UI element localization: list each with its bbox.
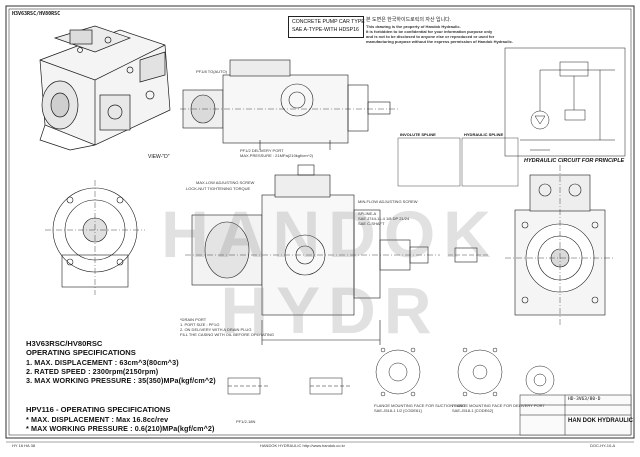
title-box: CONCRETE PUMP CAR TYPE SAE A-TYPE-WITH H… xyxy=(288,16,365,38)
annotation: FLANGE MOUNTING FACE FOR SUCTION PORT xyxy=(374,403,466,408)
notice-line: 본 도면은 한국하이드로릭의 자산 입니다. xyxy=(366,17,452,23)
annotation: 2. ON DELIVERY WITH A DRAIN PLUG xyxy=(180,327,252,332)
shaft-detail xyxy=(448,247,490,263)
iso-view-pump xyxy=(39,25,171,151)
spline-tables xyxy=(397,137,519,187)
doc-number: H3V63RSC/HV80RSC xyxy=(12,11,61,17)
annotation: PF1/8 TO(AUTO) xyxy=(196,69,227,74)
side-view-top xyxy=(180,59,400,150)
title-block xyxy=(519,394,632,436)
end-view-right xyxy=(505,165,615,325)
annotation: MAX.LOW ADJUSTING SCREW xyxy=(196,180,255,185)
spec-heading: OPERATING SPECIFICATIONS xyxy=(26,348,136,357)
annotation: *DRAIN PORT xyxy=(180,317,207,322)
notice-line: and is not to be disclosed to anyone els… xyxy=(366,34,495,39)
view-d xyxy=(45,180,145,295)
footer-left: HY 16 HA 38 xyxy=(12,443,36,448)
port-details xyxy=(227,347,555,397)
spec-sub-heading: HPV116 - OPERATING SPECIFICATIONS xyxy=(26,405,171,414)
title-block-code: HD-3V63/80-D xyxy=(568,397,601,402)
notice-line: manufacturing purpose without the expres… xyxy=(366,39,513,44)
annotation: SAE J744-11-4 1/8 DP 21/24 xyxy=(358,216,410,221)
spec-item: 1. MAX. DISPLACEMENT : 63cm^3(80cm^3) xyxy=(26,358,179,367)
spec-item: 3. MAX WORKING PRESSURE : 35(350)MPa(kgf… xyxy=(26,376,216,385)
footer-center: HANDOK HYDRAULIC http://www.handok.co.kr xyxy=(260,443,345,448)
annotation: SAE-J518-1 1/2 [CODE61] xyxy=(374,408,422,413)
hydraulic-circuit xyxy=(504,47,626,157)
spec-sub-item: * MAX. DISPLACEMENT : Max 16.8cc/rev xyxy=(26,415,169,424)
spec-sub-item: * MAX WORKING PRESSURE : 0.6(210)MPa(kgf… xyxy=(26,424,215,433)
view-label: VIEW-"D" xyxy=(148,154,170,160)
annotation: FLANGE MOUNTING FACE FOR DELIVERY PORT xyxy=(452,403,545,408)
annotation: SAE C-SHAFT xyxy=(358,221,385,226)
involute-spline-label: INVOLUTE SPLINE xyxy=(400,132,436,137)
annotation: PF1/2 DELIVERY PORT xyxy=(240,148,284,153)
annotation: SAE-J518-1 [CODE62] xyxy=(452,408,493,413)
title-line-2: SAE A-TYPE-WITH HDSP16 xyxy=(292,27,359,33)
hydraulic-spline-label: HYDRAULIC SPLINE xyxy=(464,132,504,137)
annotation: MIN.FLOW ADJUSTING SCREW xyxy=(358,199,418,204)
notice-line: This drawing is the property of Handok H… xyxy=(366,24,461,29)
spec-item: 2. RATED SPEED : 2300rpm(2150rpm) xyxy=(26,367,159,376)
annotation: PF1/2-18N xyxy=(236,419,256,424)
main-side-view xyxy=(185,164,440,345)
annotation: MAX.PRESSURE : 21MPa(210kgf/cm^2) xyxy=(240,153,314,158)
annotation: SPLINE-A xyxy=(358,211,377,216)
company-name: HAN DOK HYDRAULIC xyxy=(568,418,633,424)
hydraulic-circuit-label: HYDRAULIC CIRCUIT FOR PRINCIPLE xyxy=(524,158,625,164)
notice-line: It is forbidden to be confidential for y… xyxy=(366,29,493,34)
footer-right: DOC-HY-10-A xyxy=(590,443,616,448)
spec-model: H3V63RSC/HV80RSC xyxy=(26,339,103,348)
annotation: FILL THE CASING WITH OIL BEFORE OPERATIN… xyxy=(180,332,275,337)
annotation: LOCK-NUT TIGHTENING TORQUE xyxy=(186,186,251,191)
title-line-1: CONCRETE PUMP CAR TYPE xyxy=(292,19,365,25)
annotation: 1. PORT SIZE : PF1/2 xyxy=(180,322,220,327)
